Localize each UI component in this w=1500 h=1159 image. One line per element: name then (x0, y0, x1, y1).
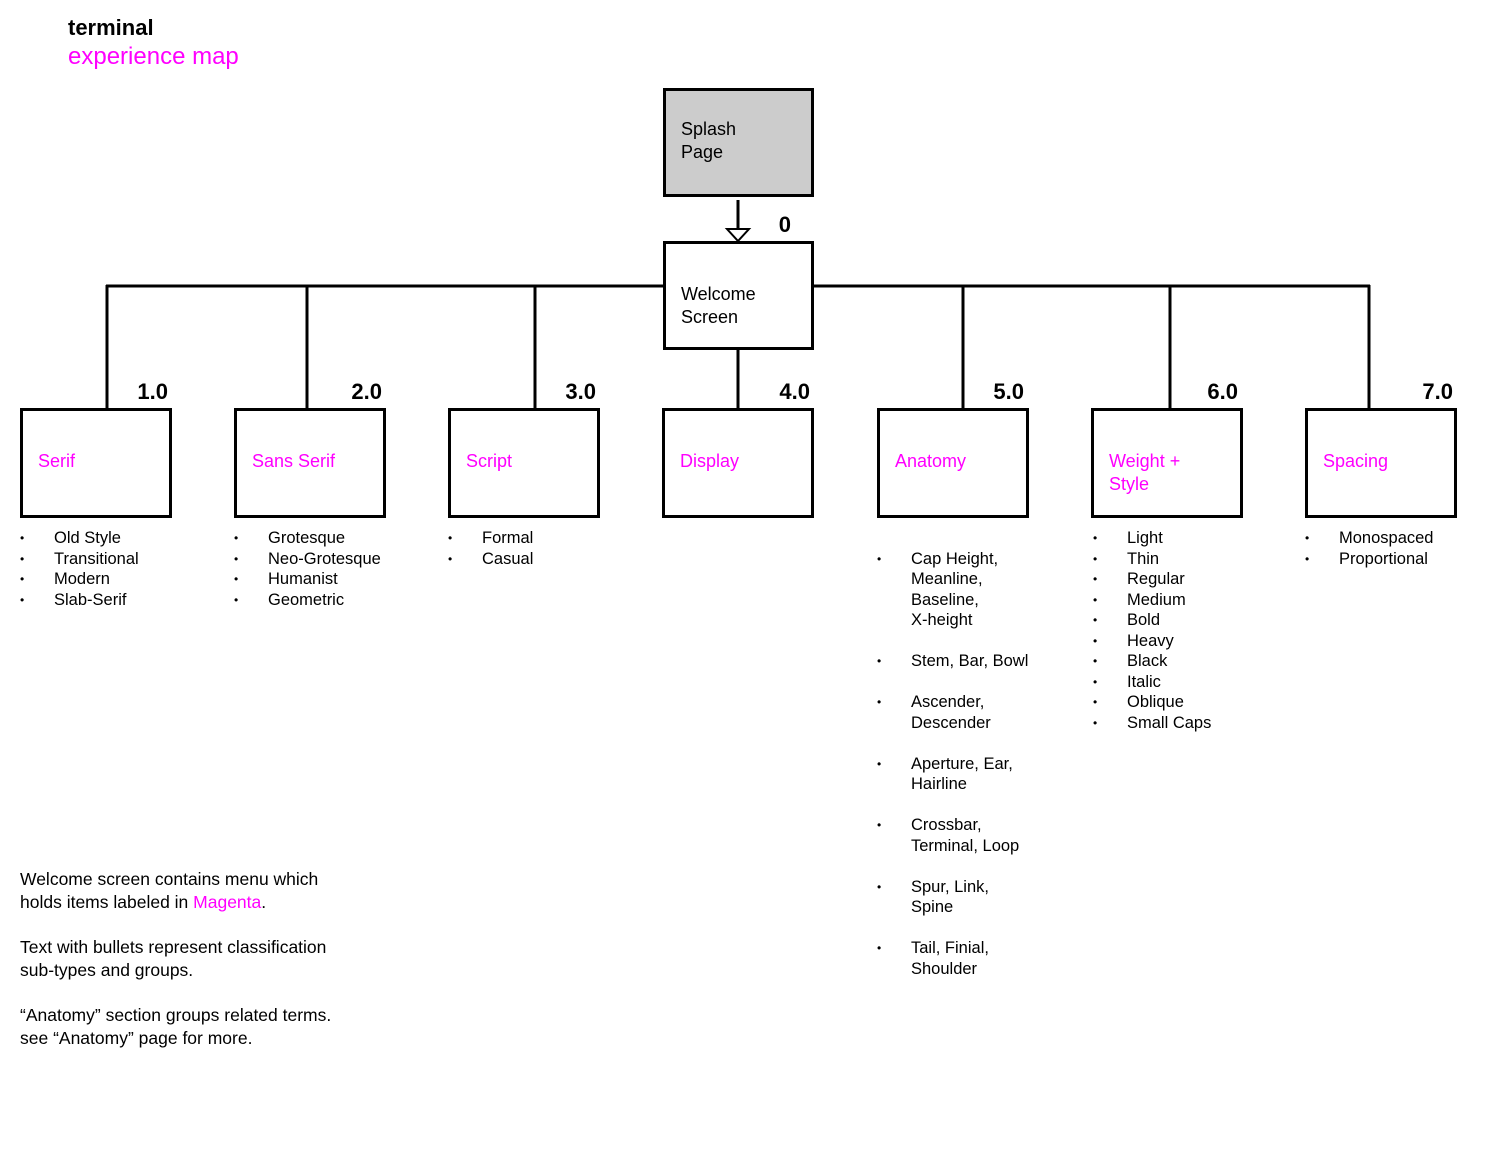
list-item: Slab-Serif (20, 590, 139, 611)
category-number-1: 1.0 (137, 379, 168, 404)
list-item: Stem, Bar, Bowl (877, 651, 1028, 672)
subtype-list-script: Formal Casual (448, 528, 533, 569)
category-label-2: Style (1109, 474, 1150, 494)
category-label: Display (680, 451, 740, 471)
welcome-label-1: Welcome (681, 284, 756, 304)
category-box-weight-style: Weight + Style (1091, 408, 1243, 518)
list-item: Bold (1093, 610, 1211, 631)
list-item: Neo-Grotesque (234, 549, 381, 570)
list-item: Formal (448, 528, 533, 549)
list-item: Aperture, Ear, Hairline (877, 754, 1028, 795)
category-box-anatomy: Anatomy (877, 408, 1029, 518)
category-label: Script (466, 451, 513, 471)
list-item: Casual (448, 549, 533, 570)
list-item: Oblique (1093, 692, 1211, 713)
category-box-spacing: Spacing (1305, 408, 1457, 518)
note-anatomy: “Anatomy” section groups related terms. … (20, 1005, 332, 1048)
category-box-script: Script (448, 408, 600, 518)
page-subtitle: experience map (68, 43, 239, 70)
splash-label-2: Page (681, 142, 724, 162)
legend-notes: Welcome screen contains menu which holds… (20, 868, 340, 1072)
list-item: Thin (1093, 549, 1211, 570)
category-number-4: 4.0 (779, 379, 810, 404)
category-label: Sans Serif (252, 451, 336, 471)
list-item: Proportional (1305, 549, 1433, 570)
category-label: Spacing (1323, 451, 1389, 471)
category-number-2: 2.0 (351, 379, 382, 404)
category-number-5: 5.0 (993, 379, 1024, 404)
list-item: Grotesque (234, 528, 381, 549)
list-item: Humanist (234, 569, 381, 590)
welcome-screen-box: Welcome Screen (663, 241, 814, 350)
list-item: Light (1093, 528, 1211, 549)
list-item: Italic (1093, 672, 1211, 693)
category-label: Weight + (1109, 451, 1181, 471)
list-item: Small Caps (1093, 713, 1211, 734)
category-box-sans-serif: Sans Serif (234, 408, 386, 518)
list-item: Medium (1093, 590, 1211, 611)
note-bullets: Text with bullets represent classificati… (20, 937, 327, 980)
note-magenta-word: Magenta (193, 892, 262, 912)
list-item: Modern (20, 569, 139, 590)
list-item: Black (1093, 651, 1211, 672)
welcome-label-2: Screen (681, 307, 739, 327)
list-item: Heavy (1093, 631, 1211, 652)
splash-page-box: Splash Page (663, 88, 814, 197)
category-number-7: 7.0 (1422, 379, 1453, 404)
splash-label-1: Splash (681, 119, 737, 139)
subtype-list-sans-serif: Grotesque Neo-Grotesque Humanist Geometr… (234, 528, 381, 610)
category-number-3: 3.0 (565, 379, 596, 404)
list-item: Monospaced (1305, 528, 1433, 549)
list-item: Tail, Finial, Shoulder (877, 938, 1028, 979)
note-menu: Welcome screen contains menu which holds… (20, 868, 340, 914)
subtype-list-anatomy: Cap Height, Meanline, Baseline, X-height… (877, 528, 1028, 1000)
note-text: Welcome screen contains menu which holds… (20, 869, 319, 912)
list-item: Geometric (234, 590, 381, 611)
welcome-number: 0 (778, 212, 791, 237)
page-title: terminal (68, 15, 154, 40)
splash-arrow-head (724, 228, 752, 243)
category-box-display: Display (662, 408, 814, 518)
list-item: Old Style (20, 528, 139, 549)
subtype-list-serif: Old Style Transitional Modern Slab-Serif (20, 528, 139, 610)
list-item: Regular (1093, 569, 1211, 590)
subtype-list-spacing: Monospaced Proportional (1305, 528, 1433, 569)
list-item: Spur, Link, Spine (877, 877, 1028, 918)
list-item: Crossbar, Terminal, Loop (877, 815, 1028, 856)
category-label: Serif (38, 451, 76, 471)
list-item: Cap Height, Meanline, Baseline, X-height (877, 549, 1028, 631)
category-box-serif: Serif (20, 408, 172, 518)
list-item: Transitional (20, 549, 139, 570)
category-number-6: 6.0 (1207, 379, 1238, 404)
list-item: Ascender, Descender (877, 692, 1028, 733)
subtype-list-weight-style: Light Thin Regular Medium Bold Heavy Bla… (1093, 528, 1211, 733)
category-label: Anatomy (895, 451, 967, 471)
note-period: . (261, 892, 267, 912)
